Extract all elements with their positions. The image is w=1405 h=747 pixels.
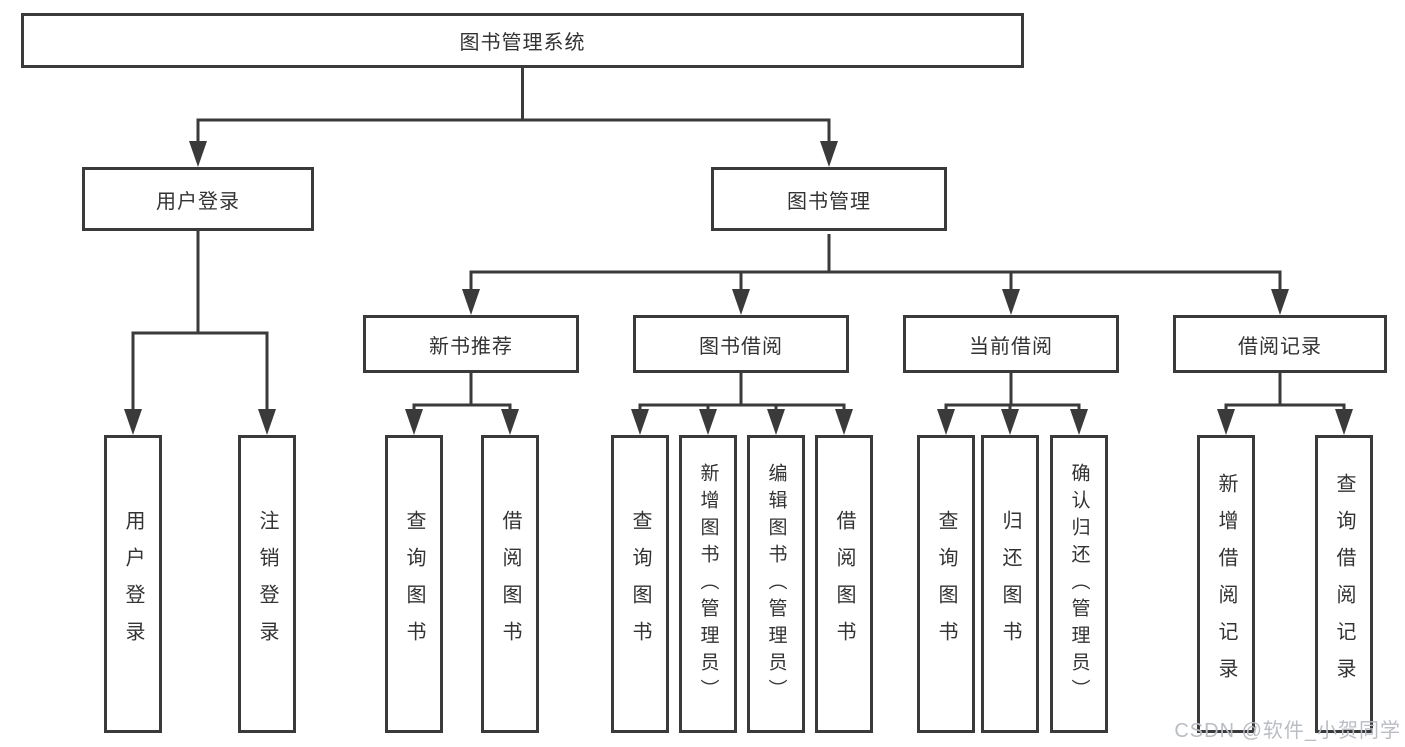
leaf-label: 借阅图书 xyxy=(499,510,521,658)
leaf-newbook-borrow-books: 借阅图书 xyxy=(481,435,539,733)
node-label: 当前借阅 xyxy=(969,335,1053,358)
leaf-newbook-query-books: 查询图书 xyxy=(385,435,443,733)
node-library-management-system: 图书管理系统 xyxy=(21,13,1024,68)
node-label: 用户登录 xyxy=(156,190,240,213)
leaf-current-return-books: 归还图书 xyxy=(981,435,1039,733)
node-borrow-records: 借阅记录 xyxy=(1173,315,1387,373)
leaf-label: 查询图书 xyxy=(403,510,425,658)
node-book-borrow: 图书借阅 xyxy=(633,315,849,373)
leaf-label: 查询图书 xyxy=(629,510,651,658)
leaf-user-login: 用户登录 xyxy=(104,435,162,733)
node-label: 图书管理系统 xyxy=(459,32,586,54)
leaf-label: 查询图书 xyxy=(935,510,957,658)
node-user-login: 用户登录 xyxy=(82,167,314,231)
leaf-records-add-record: 新增借阅记录 xyxy=(1197,435,1255,733)
leaf-label: 新增借阅记录 xyxy=(1215,473,1237,695)
leaf-logout: 注销登录 xyxy=(238,435,296,733)
leaf-label: 注销登录 xyxy=(256,510,278,658)
node-book-management: 图书管理 xyxy=(711,167,947,231)
leaf-current-query-books: 查询图书 xyxy=(917,435,975,733)
leaf-current-confirm-return-admin: 确认归还（管理员） xyxy=(1050,435,1108,733)
node-current-borrow: 当前借阅 xyxy=(903,315,1119,373)
node-label: 新书推荐 xyxy=(429,335,513,358)
leaf-label: 查询借阅记录 xyxy=(1333,473,1355,695)
leaf-records-query-record: 查询借阅记录 xyxy=(1315,435,1373,733)
leaf-label: 借阅图书 xyxy=(833,510,855,658)
node-label: 借阅记录 xyxy=(1238,335,1322,358)
leaf-label: 用户登录 xyxy=(122,510,144,658)
node-label: 图书管理 xyxy=(787,190,871,213)
leaf-label: 新增图书（管理员） xyxy=(697,462,719,706)
leaf-label: 确认归还（管理员） xyxy=(1068,462,1090,706)
leaf-borrow-add-books-admin: 新增图书（管理员） xyxy=(679,435,737,733)
leaf-borrow-borrow-books: 借阅图书 xyxy=(815,435,873,733)
leaf-borrow-query-books: 查询图书 xyxy=(611,435,669,733)
leaf-label: 编辑图书（管理员） xyxy=(765,462,787,706)
leaf-borrow-edit-books-admin: 编辑图书（管理员） xyxy=(747,435,805,733)
node-label: 图书借阅 xyxy=(699,335,783,358)
csdn-watermark: CSDN @软件_小贺同学 xyxy=(1174,720,1401,742)
node-new-book-recommend: 新书推荐 xyxy=(363,315,579,373)
leaf-label: 归还图书 xyxy=(999,510,1021,658)
